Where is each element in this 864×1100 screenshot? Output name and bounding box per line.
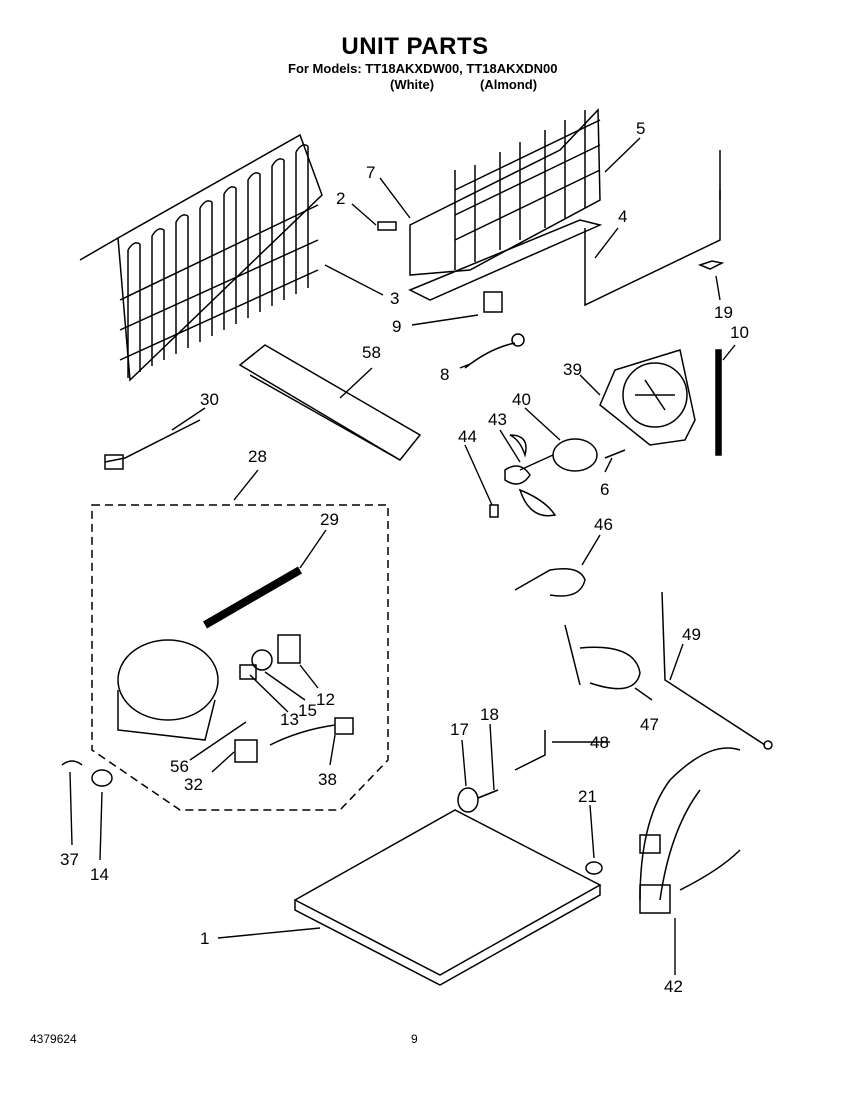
drain-trough <box>238 344 422 461</box>
screw-2 <box>377 221 397 231</box>
callout-56: 56 <box>170 757 189 776</box>
callout-46: 46 <box>594 515 613 534</box>
callout-47: 47 <box>640 715 659 734</box>
clip-37 <box>61 760 83 766</box>
doc-number: 4379624 <box>30 1032 77 1046</box>
relay-15 <box>251 649 273 671</box>
page-number: 9 <box>411 1032 418 1046</box>
callout-18: 18 <box>480 705 499 724</box>
nut-21 <box>585 861 603 875</box>
callout-37: 37 <box>60 850 79 869</box>
clip-9 <box>483 291 503 313</box>
wire-38 <box>269 724 336 746</box>
dryer-29 <box>202 566 303 629</box>
callout-3: 3 <box>390 289 399 308</box>
callout-39: 39 <box>563 360 582 379</box>
tube-46 <box>514 568 586 597</box>
base-pan <box>293 809 602 986</box>
callout-42: 42 <box>664 977 683 996</box>
leader-lines <box>69 137 736 975</box>
color-almond-label: (Almond) <box>480 77 538 92</box>
callout-58: 58 <box>362 343 381 362</box>
callout-9: 9 <box>392 317 401 336</box>
callout-40: 40 <box>512 390 531 409</box>
roller-17 <box>457 787 479 813</box>
evaporator-assembly <box>408 108 603 301</box>
callout-48: 48 <box>590 733 609 752</box>
relay-13 <box>239 664 257 680</box>
compressor-assembly-box <box>91 504 389 811</box>
callout-10: 10 <box>730 323 749 342</box>
harness-30 <box>104 419 201 463</box>
callout-17: 17 <box>450 720 469 739</box>
fan-shroud <box>599 349 696 446</box>
tube-47 <box>564 624 641 690</box>
callout-13: 13 <box>280 710 299 729</box>
part-32 <box>234 739 258 763</box>
clip-19 <box>697 260 725 270</box>
callout-19: 19 <box>714 303 733 322</box>
page-title: UNIT PARTS <box>341 33 489 60</box>
color-white-label: (White) <box>390 77 435 92</box>
tube-49 <box>661 591 766 746</box>
callout-28: 28 <box>248 447 267 466</box>
callout-21: 21 <box>578 787 597 806</box>
callout-labels: 1 2 3 4 5 6 7 8 9 10 12 13 14 15 17 18 1… <box>60 119 749 996</box>
models-line: For Models: TT18AKXDW00, TT18AKXDN00 <box>288 61 558 76</box>
screw-18 <box>477 789 499 799</box>
callout-1: 1 <box>200 929 209 948</box>
callout-12: 12 <box>316 690 335 709</box>
overload-12 <box>277 634 301 664</box>
defrost-heater <box>584 190 721 307</box>
drain-tube-48 <box>514 730 546 771</box>
callout-7: 7 <box>366 163 375 182</box>
callout-6: 6 <box>600 480 609 499</box>
condenser-coil <box>79 133 323 382</box>
callout-32: 32 <box>184 775 203 794</box>
wiring-harness-42 <box>639 747 741 914</box>
callout-43: 43 <box>488 410 507 429</box>
callout-15: 15 <box>298 701 317 720</box>
callout-5: 5 <box>636 119 645 138</box>
grommet-14 <box>91 769 113 787</box>
thermostat-8 <box>464 342 516 369</box>
callout-44: 44 <box>458 427 477 446</box>
compressor <box>117 639 219 741</box>
callout-38: 38 <box>318 770 337 789</box>
callout-29: 29 <box>320 510 339 529</box>
callout-4: 4 <box>618 207 627 226</box>
callout-8: 8 <box>440 365 449 384</box>
fan-motor <box>489 434 626 518</box>
callout-30: 30 <box>200 390 219 409</box>
callout-2: 2 <box>336 189 345 208</box>
gasket-10 <box>715 349 722 456</box>
callout-14: 14 <box>90 865 109 884</box>
callout-49: 49 <box>682 625 701 644</box>
